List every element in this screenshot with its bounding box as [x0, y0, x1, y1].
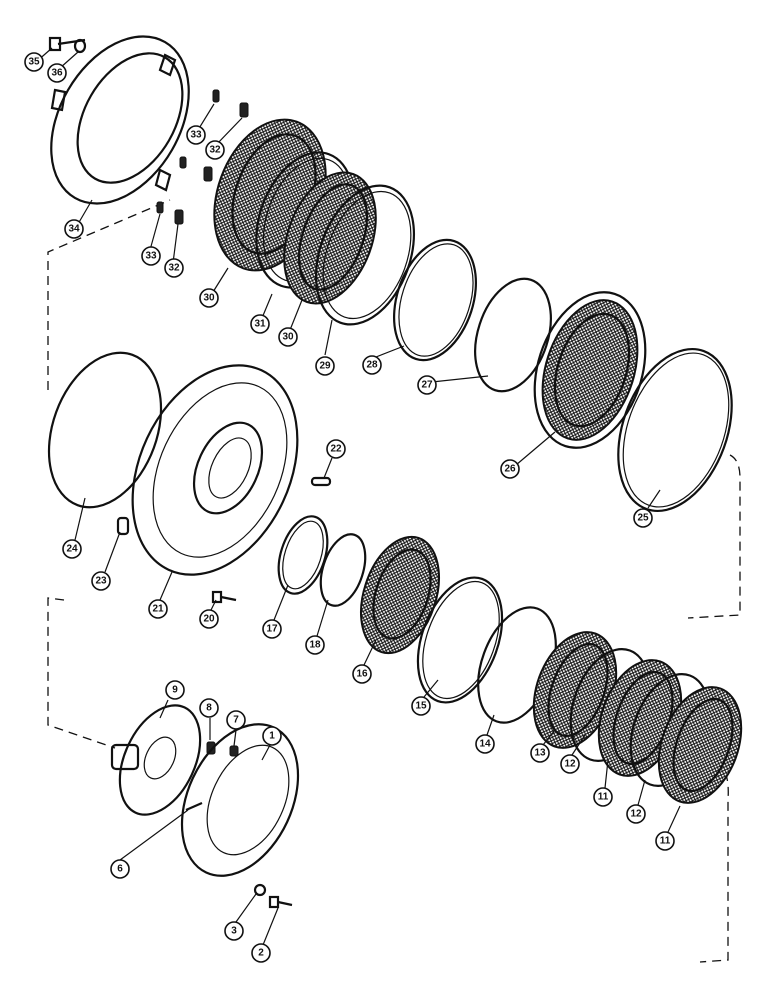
svg-text:2: 2	[258, 948, 264, 959]
svg-text:18: 18	[309, 640, 321, 651]
svg-text:30: 30	[203, 293, 215, 304]
svg-text:7: 7	[233, 715, 239, 726]
svg-text:23: 23	[95, 576, 107, 587]
part-16-piston	[360, 535, 440, 655]
part-34-end-plate	[50, 35, 190, 205]
callout-13: 13	[530, 743, 550, 763]
callout-30: 30	[199, 288, 219, 308]
callout-35: 35	[24, 52, 44, 72]
callout-17: 17	[262, 619, 282, 639]
svg-text:31: 31	[254, 319, 266, 330]
part-26-piston	[533, 291, 647, 449]
part-1-housing	[180, 723, 300, 877]
svg-text:26: 26	[504, 464, 516, 475]
svg-text:16: 16	[356, 669, 368, 680]
callout-16: 16	[352, 664, 372, 684]
svg-text:25: 25	[637, 513, 649, 524]
svg-text:17: 17	[266, 624, 278, 635]
svg-text:9: 9	[172, 685, 178, 696]
svg-text:22: 22	[330, 444, 342, 455]
callout-11: 11	[593, 787, 613, 807]
svg-text:34: 34	[68, 224, 80, 235]
part-23-dowel	[116, 516, 130, 536]
callout-25: 25	[633, 508, 653, 528]
callout-7: 7	[226, 710, 246, 730]
callout-36: 36	[47, 63, 67, 83]
part-11-friction-disc-2	[657, 686, 743, 804]
svg-text:33: 33	[145, 251, 157, 262]
svg-text:35: 35	[28, 57, 40, 68]
callout-22: 22	[326, 439, 346, 459]
callout-28: 28	[362, 355, 382, 375]
callout-29: 29	[315, 356, 335, 376]
callout-3: 3	[224, 921, 244, 941]
callout-30-b: 30	[278, 327, 298, 347]
svg-text:15: 15	[415, 701, 427, 712]
callout-24: 24	[62, 539, 82, 559]
callout-1: 1	[262, 726, 282, 746]
svg-text:33: 33	[190, 130, 202, 141]
svg-text:3: 3	[231, 926, 237, 937]
part-2-bolt	[268, 895, 293, 909]
callout-33-b: 33	[141, 246, 161, 266]
part-6-pin	[185, 801, 203, 812]
svg-text:28: 28	[366, 360, 378, 371]
part-28-ring	[392, 238, 478, 362]
callout-12-b: 12	[626, 804, 646, 824]
svg-text:6: 6	[117, 864, 123, 875]
svg-text:27: 27	[421, 380, 433, 391]
callout-32-b: 32	[164, 258, 184, 278]
part-7-spring	[229, 745, 239, 757]
part-3-washer	[253, 883, 267, 897]
part-18-o-ring	[319, 533, 367, 607]
svg-text:11: 11	[598, 792, 609, 803]
svg-text:12: 12	[564, 759, 576, 770]
part-20-bolt	[211, 590, 237, 604]
svg-text:13: 13	[534, 748, 546, 759]
callout-15: 15	[411, 696, 431, 716]
callout-6: 6	[110, 859, 130, 879]
part-27-o-ring	[474, 277, 552, 393]
callout-21: 21	[148, 599, 168, 619]
svg-text:29: 29	[319, 361, 331, 372]
svg-text:21: 21	[152, 604, 164, 615]
svg-text:1: 1	[269, 731, 275, 742]
svg-text:36: 36	[51, 68, 63, 79]
callout-12: 12	[560, 754, 580, 774]
svg-text:32: 32	[168, 263, 180, 274]
callout-31: 31	[250, 314, 270, 334]
callout-20: 20	[199, 609, 219, 629]
svg-text:30: 30	[282, 332, 294, 343]
svg-text:8: 8	[206, 703, 212, 714]
callout-14: 14	[475, 734, 495, 754]
svg-text:20: 20	[203, 614, 215, 625]
part-21-housing	[131, 364, 299, 576]
part-33-springs	[156, 89, 220, 214]
callout-23: 23	[91, 571, 111, 591]
svg-text:24: 24	[66, 544, 78, 555]
svg-text:12: 12	[630, 809, 642, 820]
part-32-springs	[174, 102, 249, 225]
svg-text:11: 11	[660, 836, 671, 847]
callout-11-b: 11	[655, 831, 675, 851]
svg-text:14: 14	[479, 739, 491, 750]
part-9-hub	[110, 704, 202, 816]
callout-9: 9	[165, 680, 185, 700]
callout-2: 2	[251, 943, 271, 963]
callout-26: 26	[500, 459, 520, 479]
callout-27: 27	[417, 375, 437, 395]
callout-32: 32	[205, 140, 225, 160]
part-15-ring	[416, 576, 504, 704]
callout-8: 8	[199, 698, 219, 718]
callout-18: 18	[305, 635, 325, 655]
part-22-dowel	[310, 476, 332, 487]
callout-33: 33	[186, 125, 206, 145]
callout-34: 34	[64, 219, 84, 239]
part-36-washer	[73, 38, 87, 54]
svg-text:32: 32	[209, 145, 221, 156]
part-24-o-ring	[47, 351, 163, 509]
